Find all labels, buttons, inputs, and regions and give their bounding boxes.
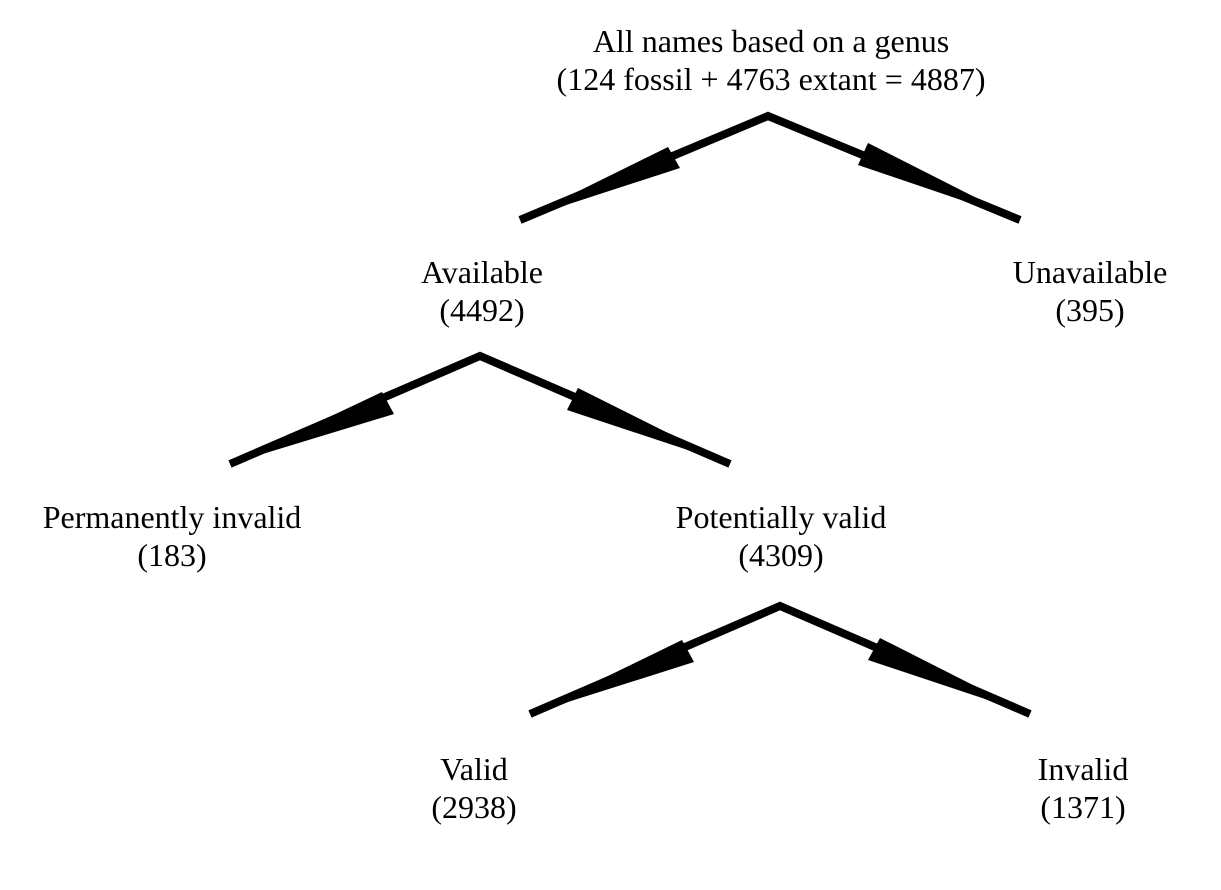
node-available-label: Available — [420, 254, 544, 290]
node-permanently-invalid: Permanently invalid (183) — [43, 498, 302, 574]
node-valid-label: Valid — [440, 751, 508, 787]
node-valid-count: (2938) — [431, 789, 517, 825]
node-unavailable-label: Unavailable — [1012, 254, 1168, 290]
node-available: Available (4492) — [421, 253, 543, 329]
node-invalid-label: Invalid — [1037, 751, 1129, 787]
arrowhead-root-available — [520, 147, 680, 220]
node-valid: Valid (2938) — [431, 750, 516, 826]
node-unavailable: Unavailable (395) — [1013, 253, 1168, 329]
edge-line-root — [518, 111, 1022, 224]
arrowhead-available-potentially-valid — [567, 388, 730, 464]
arrowhead-available-permanently-invalid — [230, 392, 394, 464]
node-potentially-valid-label: Potentially valid — [675, 499, 887, 535]
split-root — [518, 111, 1022, 224]
node-unavailable-count: (395) — [1055, 292, 1125, 328]
node-available-count: (4492) — [439, 292, 525, 328]
arrowhead-potentially-valid-valid — [530, 640, 694, 714]
split-available — [228, 351, 732, 468]
arrowhead-root-unavailable — [858, 143, 1020, 220]
node-root: All names based on a genus (124 fossil +… — [557, 22, 986, 98]
node-invalid-count: (1371) — [1040, 789, 1126, 825]
edge-line-available — [228, 351, 732, 468]
node-root-label: All names based on a genus — [592, 23, 950, 59]
node-potentially-valid-count: (4309) — [738, 537, 824, 573]
node-invalid: Invalid (1371) — [1038, 750, 1129, 826]
node-permanently-invalid-label: Permanently invalid — [42, 499, 302, 535]
node-root-count: (124 fossil + 4763 extant = 4887) — [556, 61, 986, 97]
node-potentially-valid: Potentially valid (4309) — [676, 498, 887, 574]
edge-line-potentially-valid — [528, 601, 1032, 718]
node-permanently-invalid-count: (183) — [137, 537, 207, 573]
split-potentially-valid — [528, 601, 1032, 718]
arrowhead-potentially-valid-invalid — [868, 638, 1030, 714]
